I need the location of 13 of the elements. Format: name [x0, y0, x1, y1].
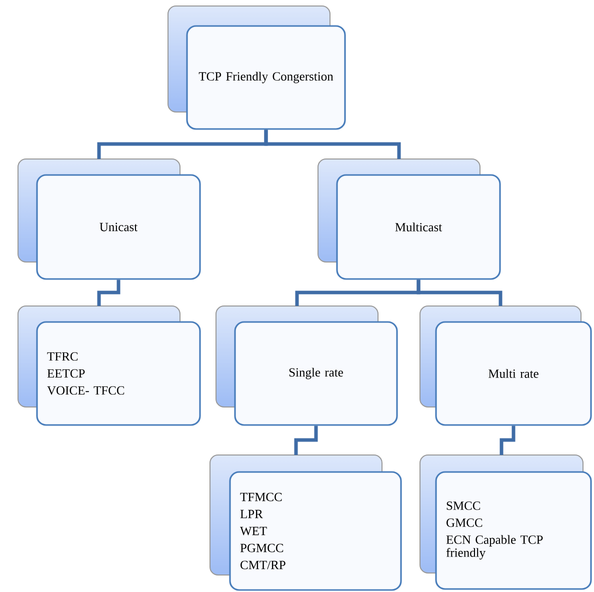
process-box: Unicast — [18, 158, 201, 280]
process-box: Multicast — [318, 158, 501, 280]
process-box: Multi rate — [420, 306, 592, 426]
process-box: SMCC GMCC ECN Capable TCP friendly — [420, 454, 592, 590]
process-box: TCP Friendly Congerstion — [168, 6, 346, 130]
process-box: TFMCC LPR WET PGMCC CMT/RP — [210, 454, 402, 591]
connector — [294, 426, 318, 455]
connector — [416, 280, 502, 306]
connector — [97, 280, 120, 306]
process-box: TFRC EETCP VOICE- TFCC — [18, 306, 201, 426]
connector — [500, 426, 516, 455]
process-box: Single rate — [216, 306, 398, 426]
connector — [264, 130, 401, 159]
